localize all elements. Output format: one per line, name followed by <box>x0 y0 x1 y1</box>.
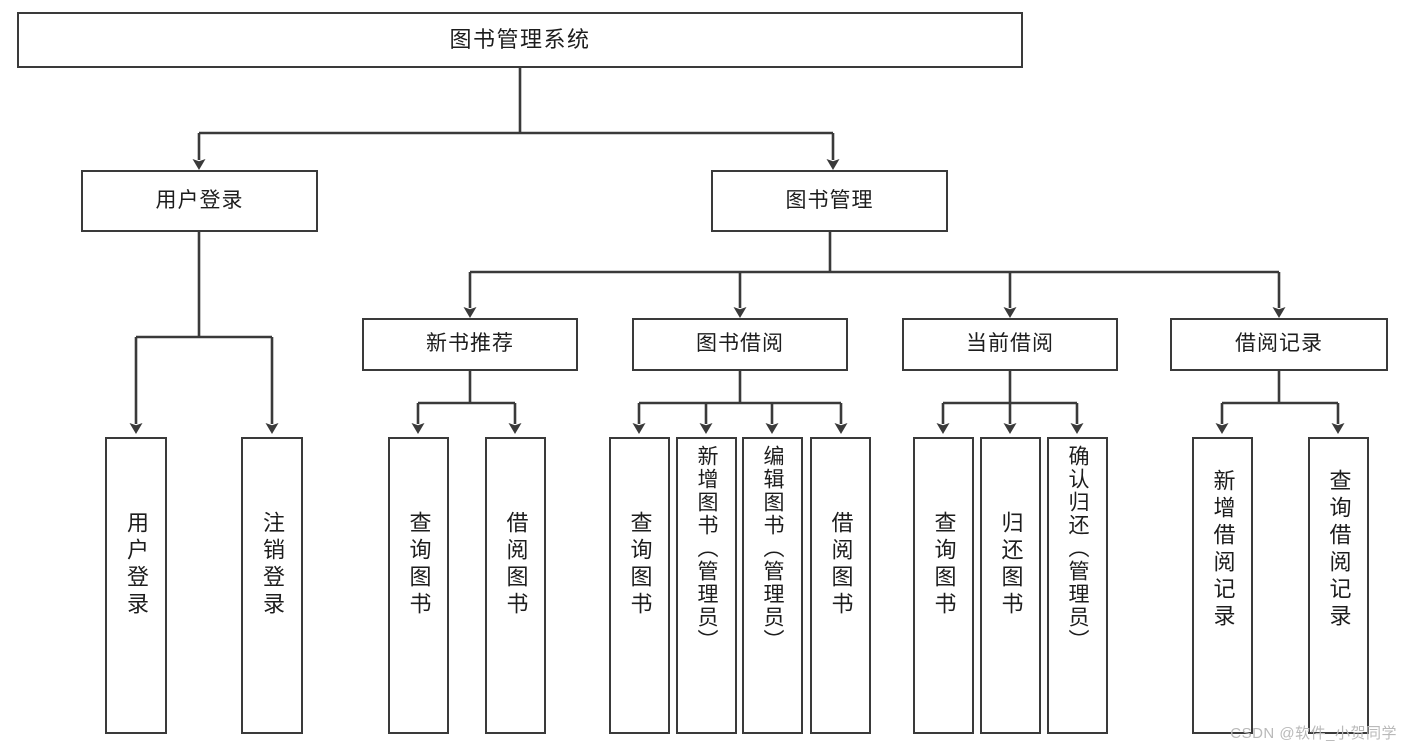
node-new-book-rec-label: 新书推荐 <box>426 332 514 356</box>
node-leaf-return-book-label: 归还图书 <box>998 511 1024 619</box>
node-leaf-query-book-1[interactable]: 查询图书 <box>388 437 449 734</box>
node-leaf-user-login-label: 用户登录 <box>124 511 149 619</box>
node-leaf-query-book-2[interactable]: 查询图书 <box>609 437 670 734</box>
node-leaf-user-login[interactable]: 用户登录 <box>105 437 167 734</box>
node-leaf-query-book-3[interactable]: 查询图书 <box>913 437 974 734</box>
node-leaf-confirm-return-label: 确认归还（管理员） <box>1066 445 1089 652</box>
node-current-borrow-label: 当前借阅 <box>966 332 1054 356</box>
node-leaf-add-record-label: 新增借阅记录 <box>1210 469 1236 631</box>
node-leaf-add-book[interactable]: 新增图书（管理员） <box>676 437 737 734</box>
node-borrow-record[interactable]: 借阅记录 <box>1170 318 1388 371</box>
node-new-book-rec[interactable]: 新书推荐 <box>362 318 578 371</box>
node-user-login-label: 用户登录 <box>155 188 244 212</box>
node-book-manage-label: 图书管理 <box>785 188 874 212</box>
node-leaf-query-record[interactable]: 查询借阅记录 <box>1308 437 1369 734</box>
node-book-borrow-label: 图书借阅 <box>696 332 784 356</box>
node-borrow-record-label: 借阅记录 <box>1235 332 1323 356</box>
node-leaf-edit-book[interactable]: 编辑图书（管理员） <box>742 437 803 734</box>
node-book-manage[interactable]: 图书管理 <box>711 170 948 232</box>
node-leaf-add-book-label: 新增图书（管理员） <box>695 445 718 652</box>
node-leaf-query-book-2-label: 查询图书 <box>627 511 653 619</box>
node-leaf-add-record[interactable]: 新增借阅记录 <box>1192 437 1253 734</box>
node-leaf-edit-book-label: 编辑图书（管理员） <box>761 445 784 652</box>
node-leaf-query-book-3-label: 查询图书 <box>931 511 957 619</box>
node-root[interactable]: 图书管理系统 <box>17 12 1023 68</box>
node-leaf-logout[interactable]: 注销登录 <box>241 437 303 734</box>
node-leaf-confirm-return[interactable]: 确认归还（管理员） <box>1047 437 1108 734</box>
node-leaf-query-book-1-label: 查询图书 <box>406 511 432 619</box>
node-leaf-borrow-book-1[interactable]: 借阅图书 <box>485 437 546 734</box>
node-leaf-borrow-book-2-label: 借阅图书 <box>828 511 854 619</box>
node-leaf-borrow-book-2[interactable]: 借阅图书 <box>810 437 871 734</box>
node-leaf-return-book[interactable]: 归还图书 <box>980 437 1041 734</box>
node-root-label: 图书管理系统 <box>449 27 591 53</box>
node-leaf-logout-label: 注销登录 <box>260 511 285 619</box>
node-book-borrow[interactable]: 图书借阅 <box>632 318 848 371</box>
node-current-borrow[interactable]: 当前借阅 <box>902 318 1118 371</box>
node-leaf-query-record-label: 查询借阅记录 <box>1326 469 1352 631</box>
node-user-login[interactable]: 用户登录 <box>81 170 318 232</box>
node-leaf-borrow-book-1-label: 借阅图书 <box>503 511 529 619</box>
